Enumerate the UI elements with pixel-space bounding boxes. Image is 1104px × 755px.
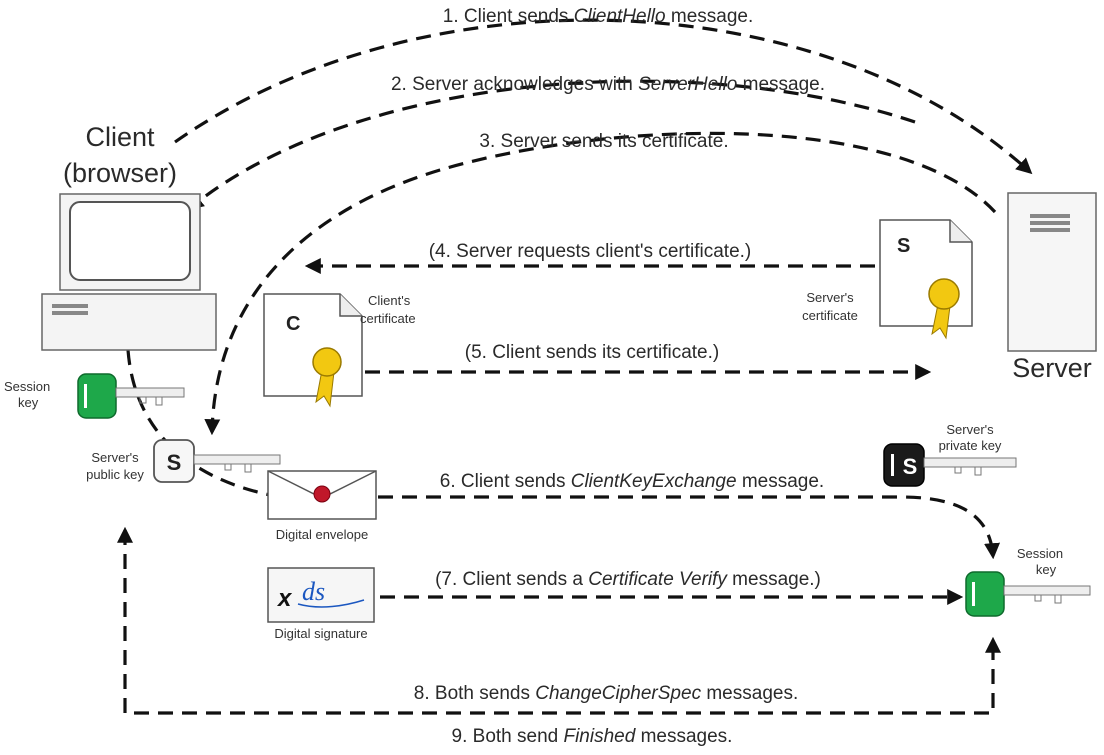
server-private-key-label-line1: Server's — [946, 422, 994, 437]
server-session-key-label-line2: key — [1036, 562, 1057, 577]
session-key-icon — [77, 373, 185, 419]
public-key-glyph: S — [167, 450, 182, 475]
client-certificate-label-line1: Client's — [368, 293, 411, 308]
step-6-text: 6. Client sends ClientKeyExchange messag… — [440, 471, 824, 492]
client-label-line2: (browser) — [63, 158, 177, 188]
server-cert-glyph: S — [897, 235, 910, 257]
client-label-line1: Client — [85, 122, 155, 152]
step-3-text: 3. Server sends its certificate. — [479, 131, 728, 152]
session-key-label-line2: key — [18, 395, 39, 410]
step-7-text: (7. Client sends a Certificate Verify me… — [435, 569, 821, 590]
session-key-label-line1: Session — [4, 379, 50, 394]
arrow-step-1 — [174, 18, 1033, 175]
server-certificate-icon: S — [879, 219, 973, 340]
server-certificate-label-line1: Server's — [806, 290, 854, 305]
client-cert-glyph: C — [286, 313, 300, 335]
client-certificate-label-line2: certificate — [360, 311, 416, 326]
server-certificate-label-line2: certificate — [802, 308, 858, 323]
step-2-text: 2. Server acknowledges with ServerHello … — [391, 74, 825, 95]
digital-signature-icon: x ds — [267, 567, 375, 623]
server-session-key-label-line1: Session — [1017, 546, 1063, 561]
server-private-key-icon: S — [883, 443, 1017, 487]
client-computer-icon — [41, 193, 217, 351]
digital-envelope-icon — [267, 470, 377, 520]
arrow-step-8-9 — [117, 526, 1001, 715]
server-public-key-label-line2: public key — [86, 467, 144, 482]
arrow-step-6 — [378, 495, 1001, 560]
server-session-key-icon — [965, 571, 1091, 617]
digital-signature-label: Digital signature — [274, 626, 367, 641]
step-5-text: (5. Client sends its certificate.) — [465, 342, 719, 363]
digital-envelope-label: Digital envelope — [276, 527, 369, 542]
server-public-key-label-line1: Server's — [91, 450, 139, 465]
step-8-text: 8. Both sends ChangeCipherSpec messages. — [414, 683, 798, 704]
server-tower-icon — [1007, 192, 1097, 352]
server-private-key-label-line2: private key — [939, 438, 1002, 453]
server-label: Server — [1012, 353, 1092, 383]
signature-glyph-ds: ds — [302, 577, 325, 606]
private-key-glyph: S — [903, 454, 918, 479]
server-public-key-icon: S — [153, 439, 281, 483]
arrow-step-2 — [187, 79, 916, 211]
signature-glyph-x: x — [276, 585, 293, 612]
step-1-text: 1. Client sends ClientHello message. — [443, 6, 754, 27]
step-4-text: (4. Server requests client's certificate… — [429, 241, 752, 262]
arrow-step-3 — [204, 131, 997, 436]
step-9-text: 9. Both send Finished messages. — [452, 726, 733, 747]
arrow-session-key-to-envelope — [126, 349, 271, 497]
client-certificate-icon: C — [263, 293, 363, 408]
